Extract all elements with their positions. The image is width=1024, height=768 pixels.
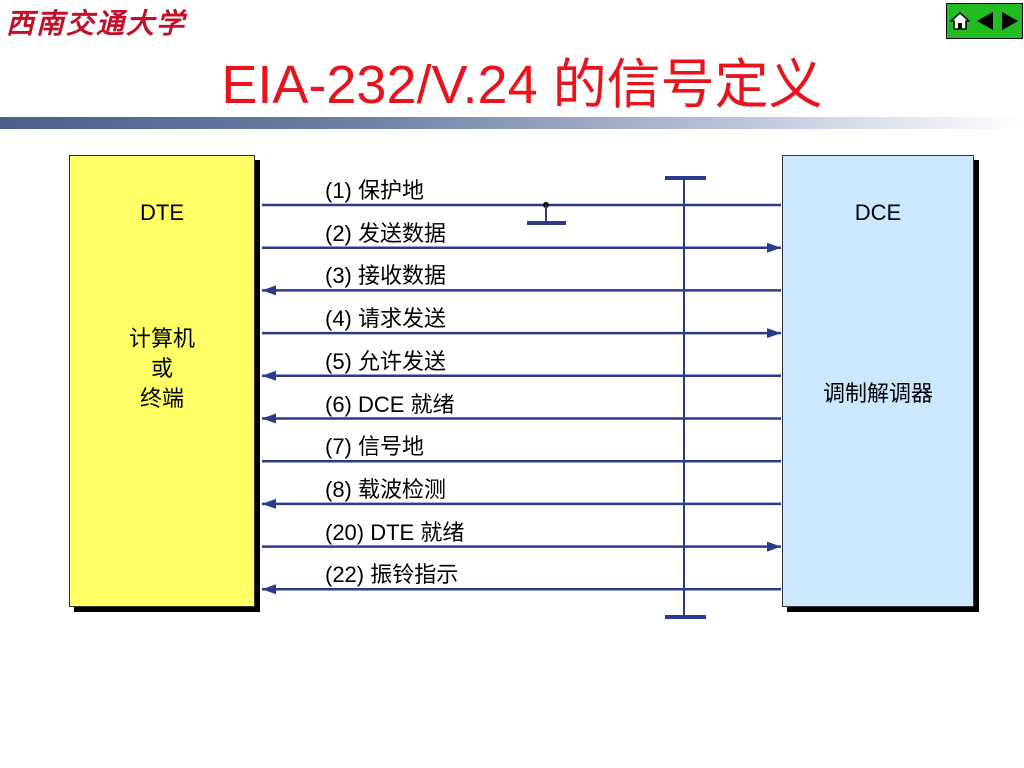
dte-box: DTE 计算机 或 终端 bbox=[69, 155, 255, 607]
signal-arrowhead bbox=[262, 285, 276, 296]
dte-desc-line: 或 bbox=[150, 356, 173, 381]
home-icon bbox=[949, 11, 970, 30]
signal-label: (1) 保护地 bbox=[325, 178, 425, 203]
back-icon bbox=[976, 12, 993, 30]
signal-label: (3) 接收数据 bbox=[325, 263, 447, 289]
signal-arrowhead bbox=[767, 328, 781, 339]
signal-label: (6) DCE 就绪 bbox=[325, 391, 455, 417]
dte-label: DTE bbox=[140, 200, 184, 225]
signal-label: (8) 载波检测 bbox=[325, 476, 447, 502]
back-button[interactable] bbox=[974, 9, 996, 33]
signal-arrowhead bbox=[262, 584, 276, 595]
nav-buttons bbox=[946, 3, 1023, 39]
dte-desc-line: 终端 bbox=[139, 386, 184, 411]
signal-arrowhead bbox=[262, 413, 276, 424]
signal-arrowhead bbox=[262, 498, 276, 509]
signal-arrowhead bbox=[767, 242, 781, 253]
signal-label: (2) 发送数据 bbox=[325, 220, 447, 246]
signal-lines bbox=[262, 203, 781, 595]
page-title: EIA-232/V.24 的信号定义 bbox=[221, 55, 823, 115]
dte-desc-line: 计算机 bbox=[128, 326, 195, 351]
dte-description: 计算机 或 终端 bbox=[70, 324, 254, 414]
signal-arrowhead bbox=[767, 541, 781, 552]
signal-label: (7) 信号地 bbox=[325, 434, 425, 460]
signal-label: (4) 请求发送 bbox=[325, 306, 447, 332]
home-button[interactable] bbox=[949, 9, 971, 33]
forward-icon bbox=[1001, 12, 1018, 30]
dce-label: DCE bbox=[854, 200, 902, 225]
title-divider bbox=[0, 117, 1024, 129]
ground-bus bbox=[665, 176, 706, 619]
signal-label: (22) 振铃指示 bbox=[325, 562, 459, 588]
dce-description: 调制解调器 bbox=[822, 381, 933, 406]
forward-button[interactable] bbox=[999, 9, 1021, 33]
dce-box: DCE 调制解调器 bbox=[782, 155, 974, 607]
signal-arrowhead bbox=[262, 370, 276, 381]
university-logo: 西南交通大学 bbox=[6, 7, 187, 40]
protective-ground-symbol bbox=[527, 202, 566, 225]
signal-label: (20) DTE 就绪 bbox=[325, 519, 465, 545]
signal-label: (5) 允许发送 bbox=[325, 348, 447, 374]
